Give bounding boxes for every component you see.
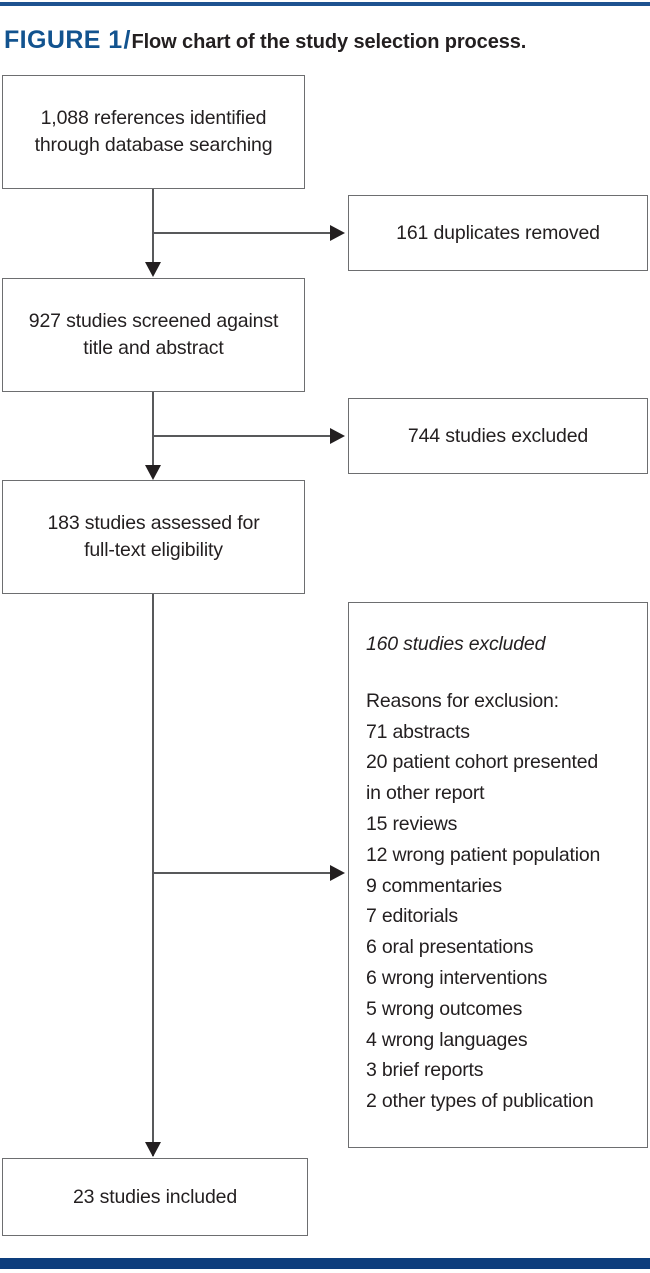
arrowhead-right-studies-excluded-icon [330, 428, 345, 444]
node-line-1: 183 studies assessed for [47, 512, 260, 535]
node-line-1: 744 studies excluded [407, 424, 589, 447]
node-studies-assessed: 183 studies assessed for full-text eligi… [2, 480, 305, 594]
arrowhead-down-screened-icon [145, 262, 161, 277]
node-exclusion-reasons: 160 studies excluded Reasons for exclusi… [348, 602, 648, 1148]
exclusion-reason-item: 4 wrong languages [366, 1028, 528, 1051]
exclusion-reason-item: 6 wrong interventions [366, 966, 548, 989]
exclusion-reason-item: in other report [366, 782, 485, 805]
connector-horizontal-to-studies-excluded [152, 435, 332, 437]
node-line-1: 23 studies included [72, 1185, 238, 1208]
node-studies-included: 23 studies included [2, 1158, 308, 1236]
exclusion-reason-item: 5 wrong outcomes [366, 997, 523, 1020]
figure-label: FIGURE 1 [4, 26, 123, 54]
figure-caption-text: Flow chart of the study selection proces… [131, 31, 527, 53]
connector-horizontal-to-exclusion-reasons [152, 872, 332, 874]
exclusion-reason-item: 12 wrong patient population [366, 843, 601, 866]
arrowhead-right-duplicates-icon [330, 225, 345, 241]
connector-horizontal-to-duplicates [152, 232, 332, 234]
node-studies-screened: 927 studies screened against title and a… [2, 278, 305, 392]
arrowhead-right-exclusion-reasons-icon [330, 865, 345, 881]
exclusion-reasons-title: 160 studies excluded [366, 633, 546, 655]
exclusion-reason-item: 15 reviews [366, 812, 458, 835]
exclusion-reason-item: 6 oral presentations [366, 936, 534, 959]
connector-vertical-assessed-to-included [152, 594, 154, 1156]
figure-caption: FIGURE 1/Flow chart of the study selecti… [4, 22, 644, 58]
node-line-1: 1,088 references identified [40, 107, 267, 130]
node-duplicates-removed: 161 duplicates removed [348, 195, 648, 271]
node-references-identified: 1,088 references identified through data… [2, 75, 305, 189]
arrowhead-down-included-icon [145, 1142, 161, 1157]
exclusion-reason-item: 2 other types of publication [366, 1090, 594, 1113]
node-line-1: 161 duplicates removed [396, 221, 600, 244]
exclusion-reason-item: 9 commentaries [366, 874, 502, 897]
node-line-2: through database searching [34, 134, 273, 156]
node-line-2: full-text eligibility [84, 539, 223, 561]
exclusion-reason-item: 7 editorials [366, 905, 458, 928]
exclusion-reason-item: 3 brief reports [366, 1059, 484, 1082]
node-line-1: 927 studies screened against [28, 310, 279, 333]
figure-separator: / [123, 26, 131, 54]
exclusion-reasons-heading: Reasons for exclusion: [366, 689, 559, 712]
exclusion-reason-item: 71 abstracts [366, 720, 470, 743]
node-studies-excluded: 744 studies excluded [348, 398, 648, 474]
top-rule-divider [0, 2, 650, 6]
exclusion-reason-item: 20 patient cohort presented [366, 751, 599, 774]
node-line-2: title and abstract [83, 337, 224, 359]
bottom-rule-divider [0, 1258, 650, 1269]
arrowhead-down-assessed-icon [145, 465, 161, 480]
